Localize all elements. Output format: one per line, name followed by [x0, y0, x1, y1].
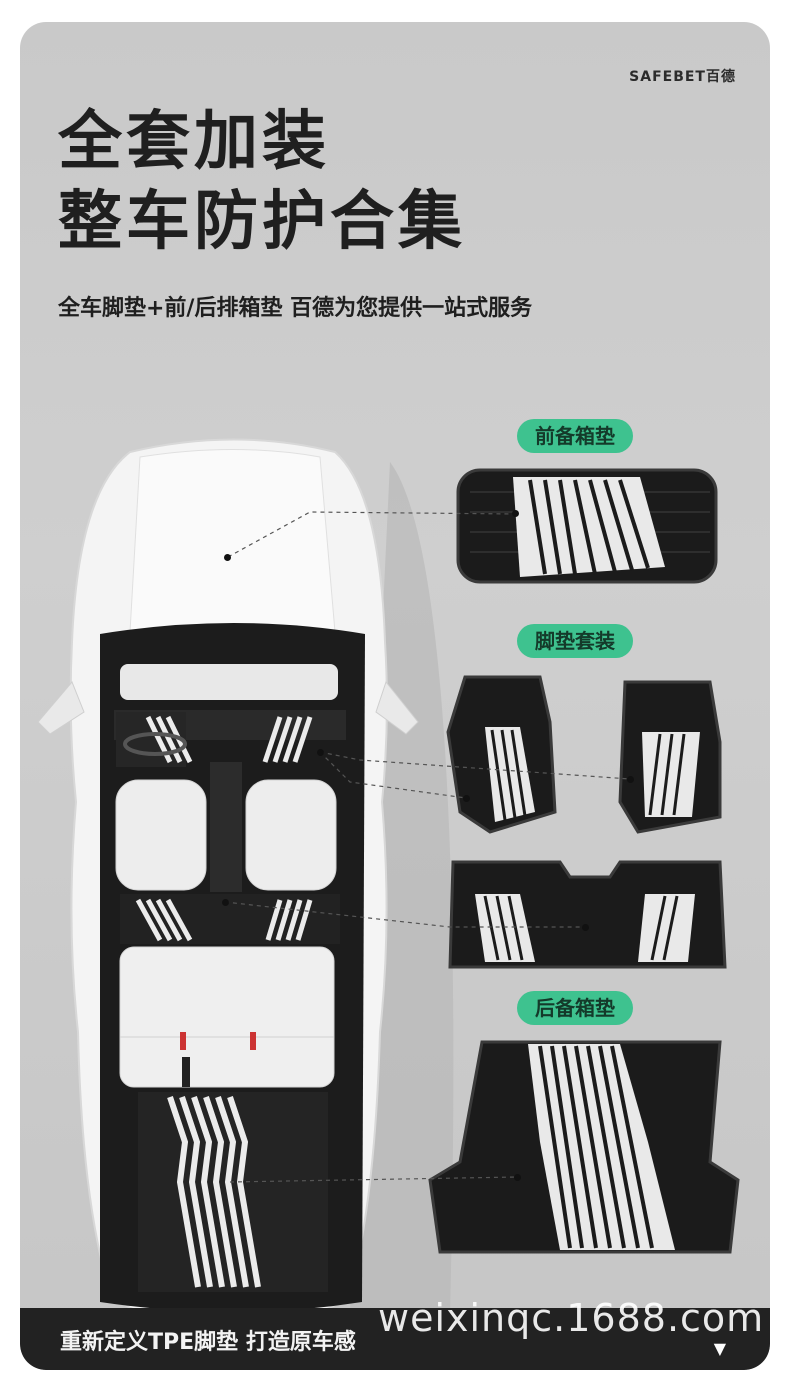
brand-logo: SAFEBET百德 [629, 69, 736, 85]
title-line-2: 整车防护合集 [58, 185, 466, 259]
footer-bar: 重新定义TPE脚垫 打造原车感 ▼ [20, 1308, 770, 1370]
product-card: SAFEBET百德 全套加装 整车防护合集 全车脚垫+前/后排箱垫 百德为您提供… [20, 22, 770, 1370]
marker-dot [224, 554, 231, 561]
marker-dot [582, 924, 589, 931]
marker-dot [512, 510, 519, 517]
marker-dot [317, 749, 324, 756]
chevron-down-icon[interactable]: ▼ [713, 1339, 726, 1358]
title-line-1: 全套加装 [58, 105, 330, 179]
marker-dot [222, 899, 229, 906]
footer-text: 重新定义TPE脚垫 打造原车感 [60, 1330, 356, 1355]
subtitle: 全车脚垫+前/后排箱垫 百德为您提供一站式服务 [58, 296, 533, 321]
label-rear-trunk: 后备箱垫 [517, 991, 633, 1025]
marker-dot [627, 776, 634, 783]
watermark: weixinqc.1688.com [378, 1296, 765, 1340]
label-floor-set: 脚垫套装 [517, 624, 633, 658]
marker-dot [463, 795, 470, 802]
marker-dot [514, 1174, 521, 1181]
label-front-trunk: 前备箱垫 [517, 419, 633, 453]
car-illustration [37, 438, 740, 1324]
